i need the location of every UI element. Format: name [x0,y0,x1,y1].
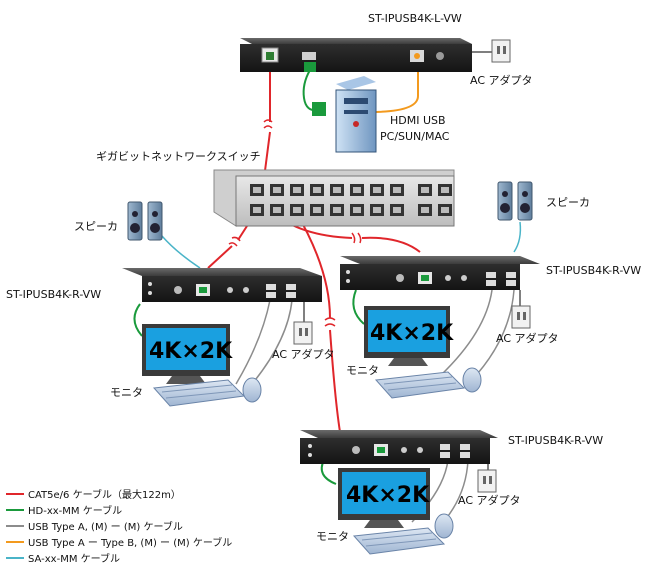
cables [133,51,522,531]
hdmi-cable-transmitter [302,69,319,112]
receiver-label-right: ST-IPUSB4K-R-VW [546,264,641,277]
switch-ports [250,184,452,216]
ac-adapter-bottom: AC アダプタ [458,469,521,507]
switch-port-contact [353,187,361,193]
switch-port-contact [393,207,401,213]
monitor-label-right: モニタ [346,364,379,377]
switch-port-contact [441,207,449,213]
monitor-bottom: 4K×2K モニタ [316,468,430,543]
switch-port-contact [393,187,401,193]
switch-label: ギガビットネットワークスイッチ [96,150,261,163]
switch-port-contact [273,187,281,193]
hdmi-cable-left [133,303,143,337]
cable-break-mark [324,317,336,327]
ac-adapter-right: AC アダプタ [496,305,559,345]
switch-port-contact [313,187,321,193]
monitor-screen-text-left: 4K×2K [149,339,233,364]
cable-break-mark [228,236,241,247]
switch-port-contact [333,187,341,193]
monitor-label-bottom: モニタ [316,530,349,543]
mouse-right [462,367,482,393]
usb-cable-left-kb [235,299,271,385]
hdmi-cable-right [352,289,365,325]
keyboard-left [152,379,246,407]
switch-port-contact [253,187,261,193]
switch-port-contact [421,207,429,213]
switch-port-contact [293,207,301,213]
legend: CAT5e/6 ケーブル（最大122m） HD-xx-MM ケーブル USB Typ… [6,488,232,565]
legend-text: USB Type A ー Type B, (M) ー (M) ケーブル [28,536,232,549]
switch-port-contact [373,207,381,213]
cable-break-mark [263,119,273,129]
audio-cable-right [513,221,522,253]
ac-adapter-label-left: AC アダプタ [272,347,335,361]
mouse-bottom [434,513,454,539]
power-port [436,52,444,60]
speaker-label-left: スピーカ [74,220,118,233]
usb-cable-right-kb [439,289,493,377]
pc-label-line1: HDMI USB [390,114,446,127]
switch-port-contact [441,187,449,193]
legend-text: SA-xx-MM ケーブル [28,552,120,565]
pc-label-line2: PC/SUN/MAC [380,130,450,143]
cable-break-mark [351,232,362,244]
receiver-unit-right: ST-IPUSB4K-R-VW [340,256,641,290]
legend-text: CAT5e/6 ケーブル（最大122m） [28,488,181,501]
monitor-right: 4K×2K モニタ [346,306,454,377]
ac-adapter-label-bottom: AC アダプタ [458,493,521,507]
speaker-label-right: スピーカ [546,196,590,209]
switch-port-contact [373,187,381,193]
ac-adapter-label-right: AC アダプタ [496,331,559,345]
mouse-left [242,377,262,403]
receiver-unit-left: ST-IPUSB4K-R-VW [6,268,322,302]
legend-text: USB Type A, (M) ー (M) ケーブル [28,520,183,533]
receiver-label-left: ST-IPUSB4K-R-VW [6,288,101,301]
keyboard-right [374,371,466,399]
monitor-left: 4K×2K モニタ [110,324,233,399]
switch-port-contact [253,207,261,213]
transmitter-unit: ST-IPUSB4K-L-VW [240,12,472,72]
switch-port-contact [353,207,361,213]
transmitter-label: ST-IPUSB4K-L-VW [368,12,462,25]
audio-cable-left [161,235,201,269]
speaker-left: スピーカ [74,201,163,241]
pc-tower: HDMI USB PC/SUN/MAC [312,76,450,153]
usb-cable-left-mouse [251,299,293,385]
switch-port-contact [421,187,429,193]
switch-port-contact [273,207,281,213]
ac-adapter-left: AC アダプタ [272,321,335,361]
legend-text: HD-xx-MM ケーブル [28,504,122,517]
monitor-screen-text-bottom: 4K×2K [346,483,430,508]
switch-port-contact [333,207,341,213]
usb-ab-cable [369,62,419,113]
monitor-screen-text-right: 4K×2K [370,321,454,346]
hdmi-port [302,52,316,60]
ac-adapter-transmitter: AC アダプタ [470,39,533,87]
network-switch: ギガビットネットワークスイッチ [96,150,455,227]
keyboard-bottom [352,527,446,555]
ac-adapter-label-transmitter: AC アダプタ [470,73,533,87]
monitor-label-left: モニタ [110,386,143,399]
receiver-label-bottom: ST-IPUSB4K-R-VW [508,434,603,447]
speaker-right: スピーカ [497,181,590,221]
hdmi-connector [304,62,316,72]
switch-port-contact [293,187,301,193]
switch-port-contact [313,207,321,213]
receiver-unit-bottom: ST-IPUSB4K-R-VW [300,430,603,464]
